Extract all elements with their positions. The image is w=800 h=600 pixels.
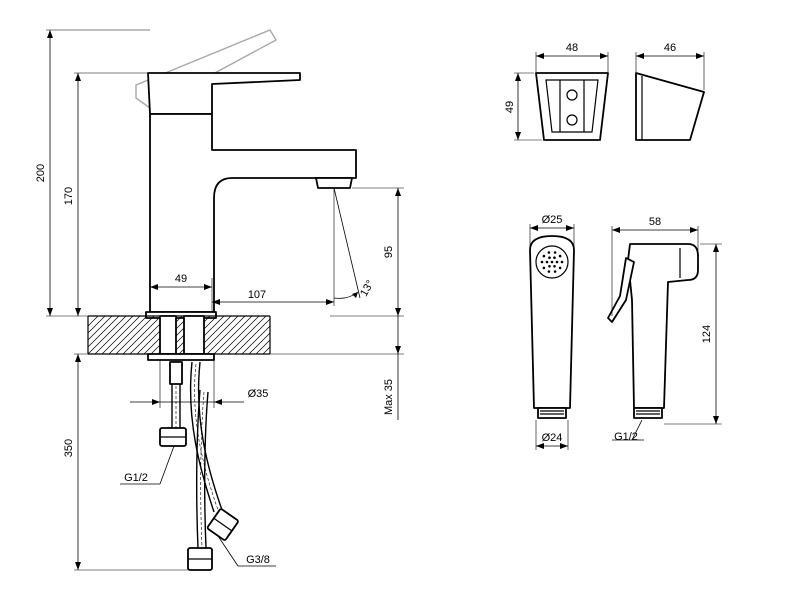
dim-spout-angle: 13°	[358, 278, 377, 298]
dim-holder-width: 48	[566, 42, 578, 54]
label-g12-hose: G1/2	[124, 472, 148, 484]
dim-shower-length: 58	[649, 216, 661, 228]
holder-front-view	[535, 72, 609, 141]
dim-shower-thread-diameter: Ø24	[542, 432, 563, 444]
dim-spout-height: 170	[63, 187, 75, 205]
mounting-stud-left	[159, 315, 177, 355]
shower-trigger	[607, 257, 635, 323]
g38-nut-upper	[206, 508, 239, 541]
dim-shower-head-diameter: Ø25	[542, 214, 563, 226]
countertop-section	[87, 315, 271, 361]
holder-dimensions: 48 46 49	[504, 42, 705, 141]
label-shower-thread: G1/2	[614, 431, 638, 443]
mounting-nut-plate	[147, 353, 215, 361]
threaded-shank	[169, 361, 183, 385]
faucet-base-plate	[145, 311, 217, 319]
dim-holder-height: 49	[504, 101, 516, 113]
holder-side-view	[635, 72, 705, 141]
dim-spout-clearance: 95	[383, 246, 395, 258]
shower-head-side	[607, 243, 699, 419]
shower-thread-side	[633, 407, 663, 419]
mounting-stud-right	[183, 315, 205, 355]
label-g38-hose: G3/8	[246, 554, 270, 566]
faucet-assembly	[135, 29, 357, 319]
dim-hose-length: 350	[63, 439, 75, 457]
faucet-body	[149, 113, 357, 313]
faucet-aerator	[315, 177, 353, 189]
faucet-dimensions: 200 170 95 49 107 13°	[35, 29, 404, 571]
spray-nozzle-dots	[540, 251, 564, 273]
dim-mounting-hole: Ø35	[248, 388, 269, 400]
shower-thread-front	[537, 407, 567, 419]
shower-dimensions: Ø25 Ø24 58 124 G1/2	[529, 214, 722, 450]
faucet-lever	[147, 72, 301, 115]
dim-shower-height: 124	[701, 325, 713, 343]
supply-hoses	[159, 361, 239, 571]
shower-head-front	[529, 235, 575, 419]
dim-max-counter: Max 35	[383, 379, 395, 415]
dim-spout-reach: 107	[248, 289, 266, 301]
dim-body-width: 49	[175, 273, 187, 285]
dim-holder-depth: 46	[664, 42, 676, 54]
dim-total-height: 200	[35, 164, 47, 182]
